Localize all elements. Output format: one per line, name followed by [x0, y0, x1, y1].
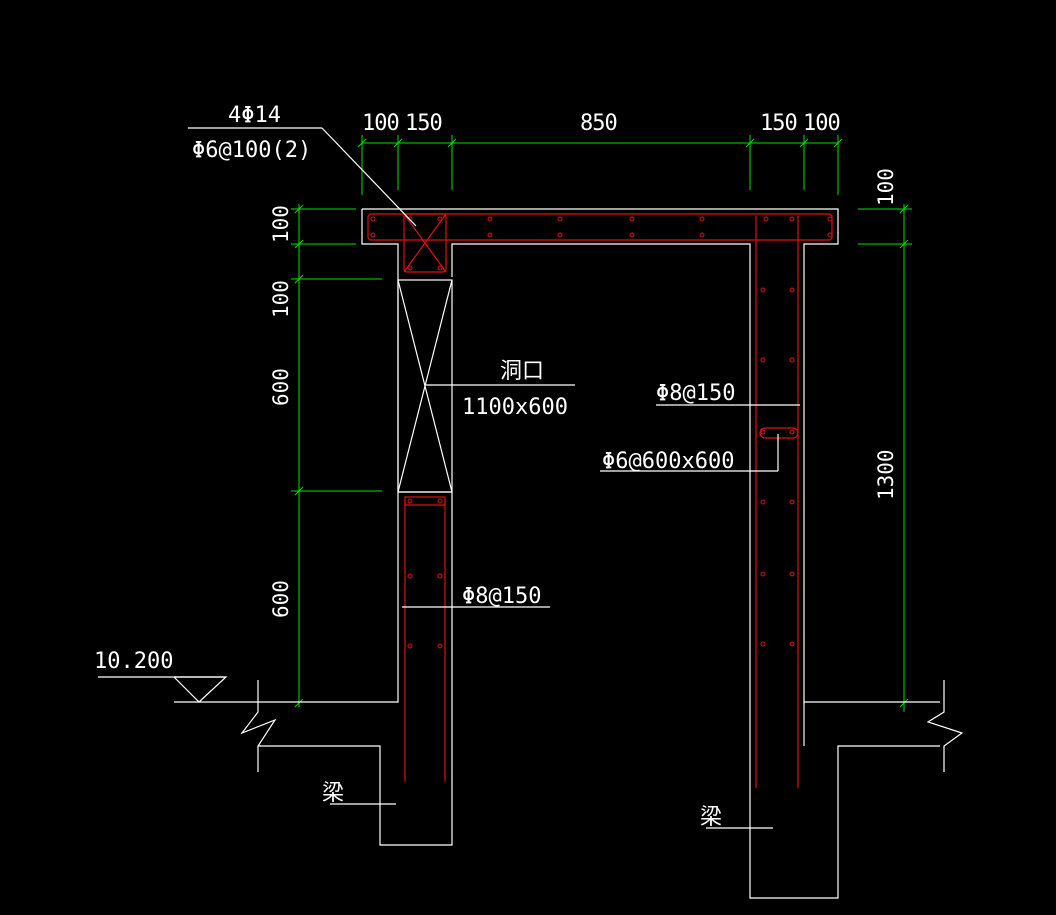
label-top-stirrup: Φ6@100(2): [192, 138, 311, 163]
rebar-dot: [370, 216, 376, 222]
rebar-dot: [789, 499, 795, 505]
label-elevation: 10.200: [94, 649, 173, 674]
rebar-dot: [789, 216, 795, 222]
label-beam-right: 梁: [700, 805, 722, 830]
left-dimension-lines: [291, 204, 382, 708]
dim-left-600-lower: 600: [269, 580, 293, 618]
rebar-dot: [760, 571, 766, 577]
rebar-dot: [407, 265, 413, 271]
dim-top-150-left: 150: [405, 111, 442, 136]
dim-top-850: 850: [580, 111, 617, 136]
label-top-rebar: 4Φ14: [228, 103, 281, 128]
right-dimension-lines: [858, 204, 912, 712]
rebar-dot: [487, 216, 493, 222]
rebar-dot: [557, 232, 563, 238]
rebar-dot: [407, 573, 413, 579]
dim-left-100-second: 100: [269, 280, 293, 318]
rebar-dot: [370, 232, 376, 238]
label-opening-size: 1100x600: [462, 395, 568, 420]
top-dimension-lines: [357, 135, 843, 195]
rebar-dot: [437, 498, 443, 504]
rebar-dot: [760, 499, 766, 505]
structure-outline: [98, 208, 964, 899]
label-beam-left: 梁: [322, 781, 344, 806]
rebar-dot: [699, 216, 705, 222]
leader-lines: [188, 127, 800, 829]
dim-top-150-right: 150: [760, 111, 797, 136]
rebar-dot: [437, 573, 443, 579]
rebar-dot: [789, 287, 795, 293]
rebar-dot: [789, 429, 795, 435]
dim-right-100: 100: [874, 168, 898, 206]
rebar-dot: [437, 643, 443, 649]
rebar-dot: [760, 357, 766, 363]
dim-left-100-top: 100: [269, 205, 293, 243]
rebar-dot: [760, 429, 766, 435]
rebar-dot: [629, 216, 635, 222]
rebar-dot: [827, 232, 833, 238]
rebar-dot: [827, 216, 833, 222]
rebar-dot: [557, 216, 563, 222]
rebar-dots: [370, 216, 833, 649]
label-opening-title: 洞口: [500, 359, 544, 384]
rebar-dot: [789, 357, 795, 363]
label-left-stirrup: Φ8@150: [462, 584, 541, 609]
rebar-dot: [760, 287, 766, 293]
rebar-dot: [760, 641, 766, 647]
dim-top-100-left: 100: [362, 111, 399, 136]
rebar-dot: [629, 232, 635, 238]
rebar-lines: [367, 213, 833, 788]
rebar-dot: [437, 216, 443, 222]
rebar-dot: [789, 571, 795, 577]
rebar-dot: [407, 643, 413, 649]
label-right-stirrup: Φ8@150: [656, 381, 735, 406]
rebar-dot: [437, 265, 443, 271]
label-right-tie: Φ6@600x600: [602, 449, 734, 474]
rebar-dot: [789, 641, 795, 647]
rebar-dot: [699, 232, 705, 238]
rebar-dot: [763, 216, 769, 222]
dim-left-600-upper: 600: [269, 368, 293, 406]
dim-top-100-right: 100: [803, 111, 840, 136]
rebar-dot: [407, 498, 413, 504]
rebar-dot: [487, 232, 493, 238]
rebar-dot: [407, 216, 413, 222]
dim-right-1300: 1300: [874, 449, 898, 500]
